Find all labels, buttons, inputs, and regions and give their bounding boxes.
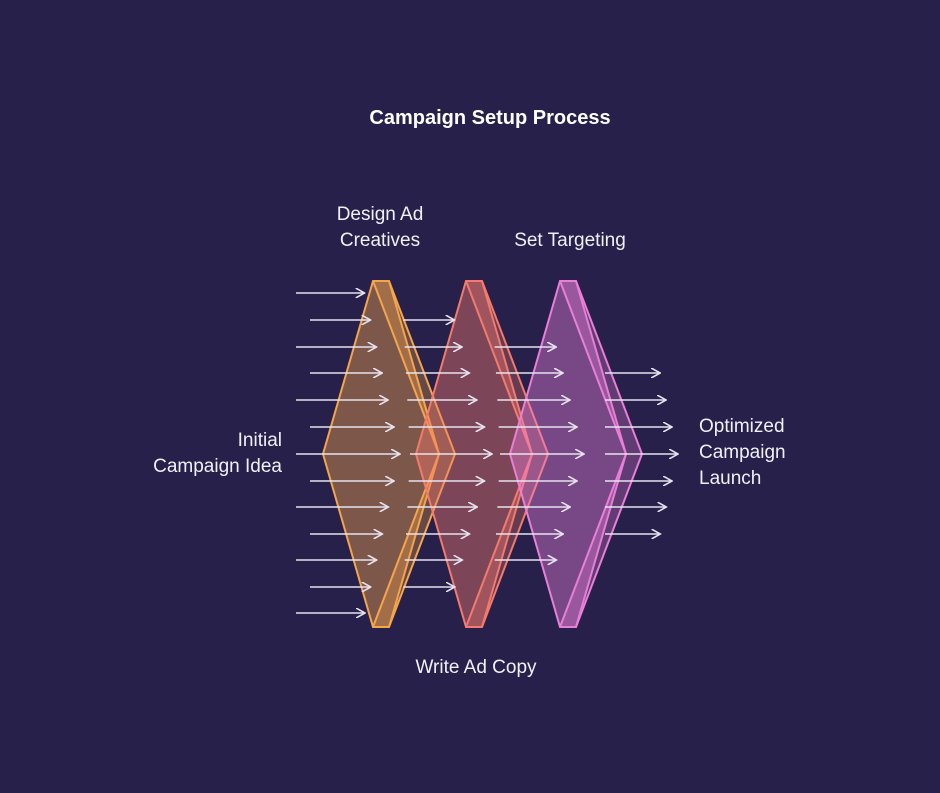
stage-label-write-ad-copy: Write Ad Copy (396, 655, 556, 681)
input-label-line: Initial (237, 430, 282, 451)
stage-label-set-targeting: Set Targeting (490, 228, 650, 254)
input-label-line: Campaign Idea (153, 456, 282, 477)
output-label-line: Campaign (699, 442, 786, 463)
stage-label-design-ad-creatives: Design Ad Creatives (310, 202, 450, 254)
stage-label-line: Set Targeting (514, 230, 626, 251)
output-label-line: Launch (699, 468, 762, 489)
output-label-line: Optimized (699, 416, 785, 437)
stage-label-line: Design Ad (336, 204, 424, 225)
diagram-title: Campaign Setup Process (369, 107, 611, 129)
stage-label-line: Creatives (339, 230, 421, 251)
output-label: Optimized Campaign Launch (699, 414, 819, 492)
input-label: Initial Campaign Idea (120, 428, 282, 480)
stage-label-line: Write Ad Copy (415, 657, 537, 678)
